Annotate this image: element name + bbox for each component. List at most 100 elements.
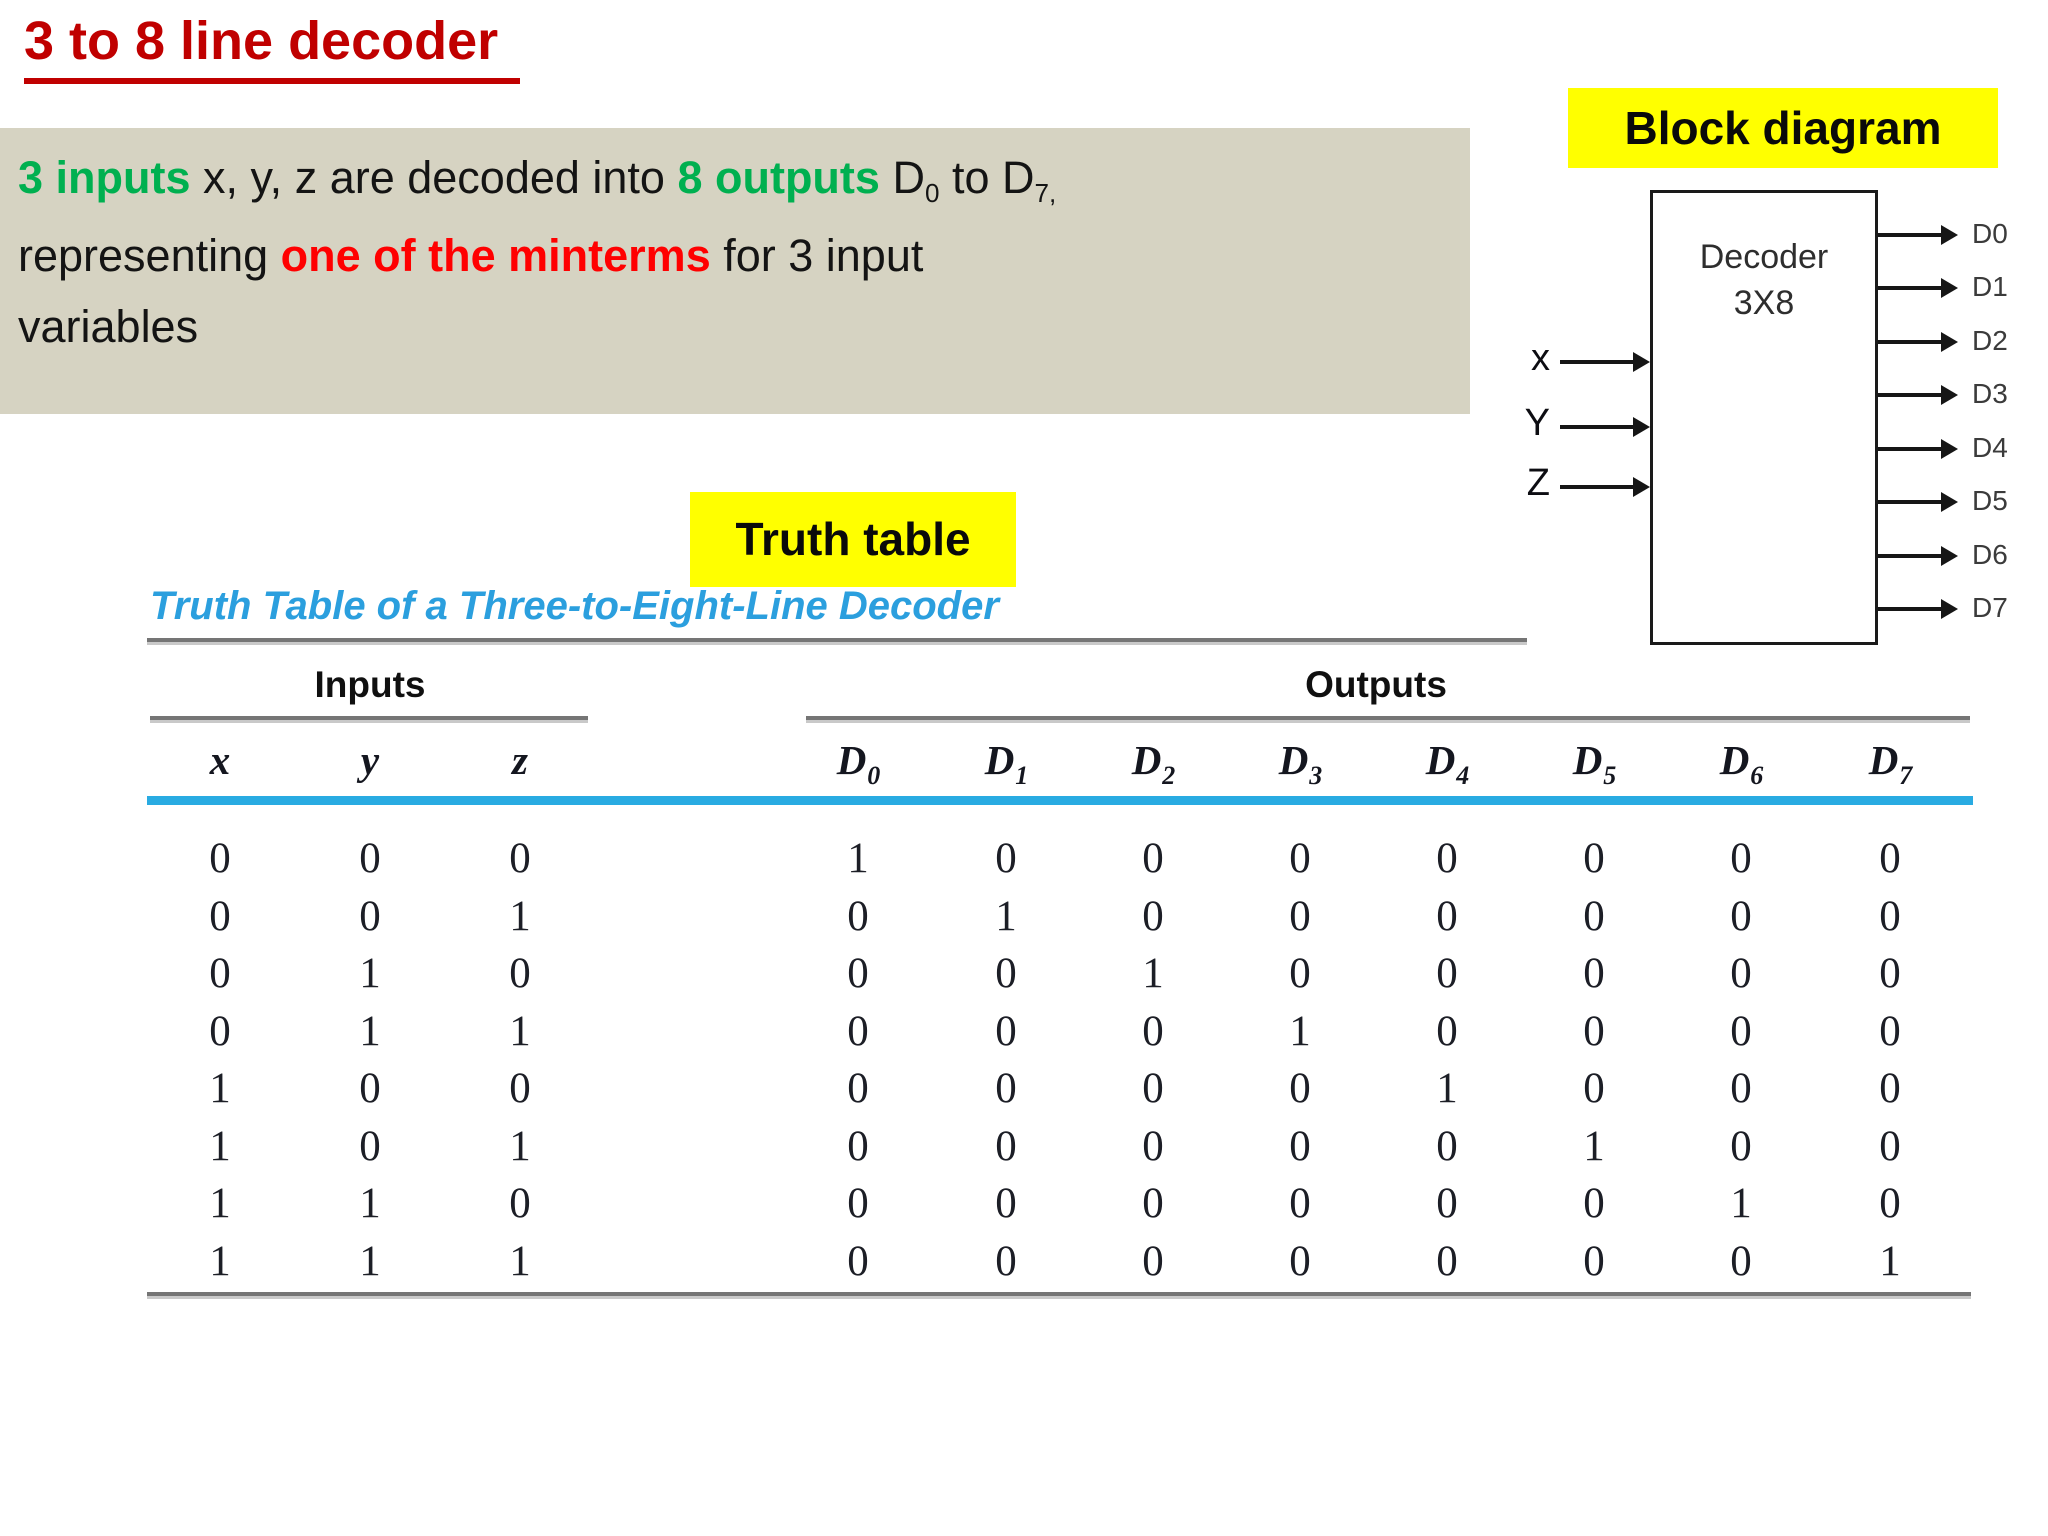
table-cell: 0 bbox=[1142, 1238, 1164, 1285]
column-header: D4 bbox=[1402, 736, 1492, 790]
table-cell: 0 bbox=[1583, 1008, 1605, 1055]
table-cell: 0 bbox=[509, 1180, 531, 1227]
column-header-subscript: 1 bbox=[1015, 761, 1029, 790]
output-arrow-head bbox=[1941, 546, 1958, 566]
table-cell: 0 bbox=[1289, 1123, 1311, 1170]
table-cell: 0 bbox=[1436, 835, 1458, 882]
table-cell: 0 bbox=[1142, 893, 1164, 940]
table-cell: 0 bbox=[1879, 1008, 1901, 1055]
output-arrow-line bbox=[1878, 607, 1942, 611]
text-segment: D bbox=[879, 152, 925, 203]
table-cell: 0 bbox=[1730, 950, 1752, 997]
inputs-group-header: Inputs bbox=[314, 664, 426, 705]
table-cell: 0 bbox=[1583, 1065, 1605, 1112]
truth-table-caption: Truth Table of a Three-to-Eight-Line Dec… bbox=[150, 584, 999, 628]
table-cell: 0 bbox=[1583, 1180, 1605, 1227]
column-header: D5 bbox=[1549, 736, 1639, 790]
table-cell: 0 bbox=[509, 1065, 531, 1112]
column-header: D3 bbox=[1255, 736, 1345, 790]
column-header-subscript: 5 bbox=[1603, 761, 1617, 790]
column-header: D0 bbox=[813, 736, 903, 790]
table-cell: 0 bbox=[1583, 950, 1605, 997]
table-cell: 1 bbox=[1142, 950, 1164, 997]
decoder-box-title-line2: 3X8 bbox=[1733, 284, 1795, 322]
column-header-subscript: 3 bbox=[1309, 761, 1323, 790]
output-arrow-line bbox=[1878, 233, 1942, 237]
table-cell: 1 bbox=[995, 893, 1017, 940]
table-cell: 1 bbox=[509, 1008, 531, 1055]
output-arrow-line bbox=[1878, 554, 1942, 558]
column-header: y bbox=[360, 737, 380, 783]
column-header-subscript: 0 bbox=[867, 761, 881, 790]
table-cell: 1 bbox=[359, 950, 381, 997]
table-cell: 0 bbox=[1289, 1065, 1311, 1112]
table-cell: 0 bbox=[509, 835, 531, 882]
table-cell: 0 bbox=[1879, 1123, 1901, 1170]
table-cell: 0 bbox=[359, 893, 381, 940]
table-cell: 0 bbox=[1142, 1180, 1164, 1227]
table-cell: 1 bbox=[359, 1238, 381, 1285]
column-header-base: D bbox=[984, 737, 1015, 783]
table-cell: 0 bbox=[1436, 950, 1458, 997]
column-header-subscript: 4 bbox=[1456, 761, 1470, 790]
column-header-base: D bbox=[1278, 737, 1309, 783]
text-segment: to D bbox=[939, 152, 1035, 203]
output-arrow-line bbox=[1878, 286, 1942, 290]
table-cell: 1 bbox=[359, 1180, 381, 1227]
table-cell: 0 bbox=[1436, 1123, 1458, 1170]
text-segment: 8 outputs bbox=[677, 152, 880, 203]
output-label: D3 bbox=[1972, 378, 2008, 409]
table-cell: 0 bbox=[995, 1123, 1017, 1170]
inputs-group-rule bbox=[150, 716, 588, 720]
column-header-base: D bbox=[1425, 737, 1456, 783]
table-cell: 0 bbox=[995, 1180, 1017, 1227]
output-arrow-head bbox=[1941, 439, 1958, 459]
table-cell: 1 bbox=[509, 893, 531, 940]
table-cell: 0 bbox=[847, 1123, 869, 1170]
column-header-base: D bbox=[1719, 737, 1750, 783]
table-cell: 0 bbox=[995, 835, 1017, 882]
decoder-box bbox=[1650, 190, 1878, 645]
output-arrow-head bbox=[1941, 225, 1958, 245]
table-cell: 0 bbox=[1879, 893, 1901, 940]
column-header: x bbox=[209, 737, 231, 783]
column-header: D7 bbox=[1845, 736, 1935, 790]
table-bottom-rule bbox=[147, 1292, 1971, 1296]
table-cell: 1 bbox=[1879, 1238, 1901, 1285]
text-segment: x, y, z are decoded into bbox=[190, 152, 678, 203]
text-segment: 0 bbox=[924, 177, 940, 208]
table-cell: 0 bbox=[209, 835, 231, 882]
table-cell: 1 bbox=[209, 1180, 231, 1227]
input-arrow-head bbox=[1633, 417, 1650, 437]
table-cell: 0 bbox=[1879, 835, 1901, 882]
table-cell: 0 bbox=[995, 950, 1017, 997]
table-cell: 1 bbox=[1730, 1180, 1752, 1227]
text-segment: 7, bbox=[1034, 177, 1057, 208]
table-top-rule bbox=[147, 638, 1527, 642]
table-cell: 0 bbox=[1289, 893, 1311, 940]
table-cell: 0 bbox=[1436, 1008, 1458, 1055]
table-cell: 0 bbox=[1730, 893, 1752, 940]
table-cell: 0 bbox=[1436, 1238, 1458, 1285]
table-cell: 1 bbox=[1583, 1123, 1605, 1170]
desc-line: variables bbox=[18, 291, 1470, 362]
input-label: x bbox=[1531, 337, 1550, 379]
table-cell: 0 bbox=[1436, 1180, 1458, 1227]
desc-line: representing one of the minterms for 3 i… bbox=[18, 220, 1470, 291]
table-cell: 0 bbox=[1142, 1008, 1164, 1055]
output-label: D2 bbox=[1972, 325, 2008, 356]
table-cell: 0 bbox=[995, 1238, 1017, 1285]
table-cell: 0 bbox=[1583, 893, 1605, 940]
table-cell: 0 bbox=[847, 1238, 869, 1285]
table-cell: 1 bbox=[359, 1008, 381, 1055]
input-label: Z bbox=[1526, 462, 1550, 504]
table-cell: 1 bbox=[509, 1238, 531, 1285]
table-cell: 0 bbox=[1436, 893, 1458, 940]
table-cell: 0 bbox=[1730, 1238, 1752, 1285]
text-segment: one of the minterms bbox=[280, 230, 711, 281]
column-header-subscript: 7 bbox=[1899, 761, 1913, 790]
table-cell: 0 bbox=[847, 1008, 869, 1055]
table-cell: 0 bbox=[1730, 835, 1752, 882]
table-cell: 0 bbox=[1879, 1065, 1901, 1112]
